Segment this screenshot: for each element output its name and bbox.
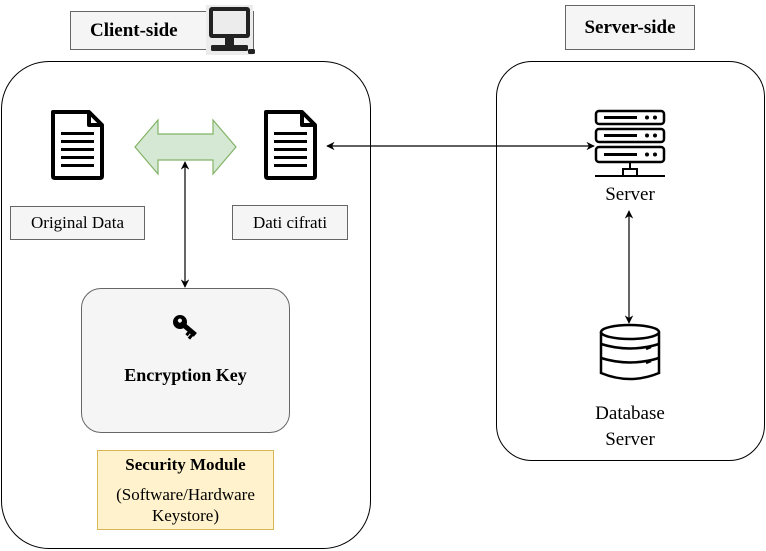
- encrypted-data-label: Dati cifrati: [232, 205, 348, 240]
- database-server-label: Database Server: [595, 403, 665, 450]
- server-side-title: Server-side: [584, 16, 676, 38]
- encryption-key-label: Encryption Key: [124, 365, 247, 385]
- encrypted-data-text: Dati cifrati: [252, 212, 328, 232]
- security-module-title: Security Module: [125, 455, 246, 474]
- original-data-label: Original Data: [10, 206, 145, 240]
- security-module-box: Security Module (Software/Hardware Keyst…: [97, 450, 274, 530]
- client-side-title: Client-side: [90, 19, 178, 41]
- original-data-text: Original Data: [31, 213, 124, 232]
- encryption-key-box: [81, 288, 290, 433]
- server-label: Server: [605, 184, 655, 205]
- server-side-header: Server-side: [565, 5, 695, 50]
- security-module-subtitle: (Software/Hardware Keystore): [116, 485, 255, 525]
